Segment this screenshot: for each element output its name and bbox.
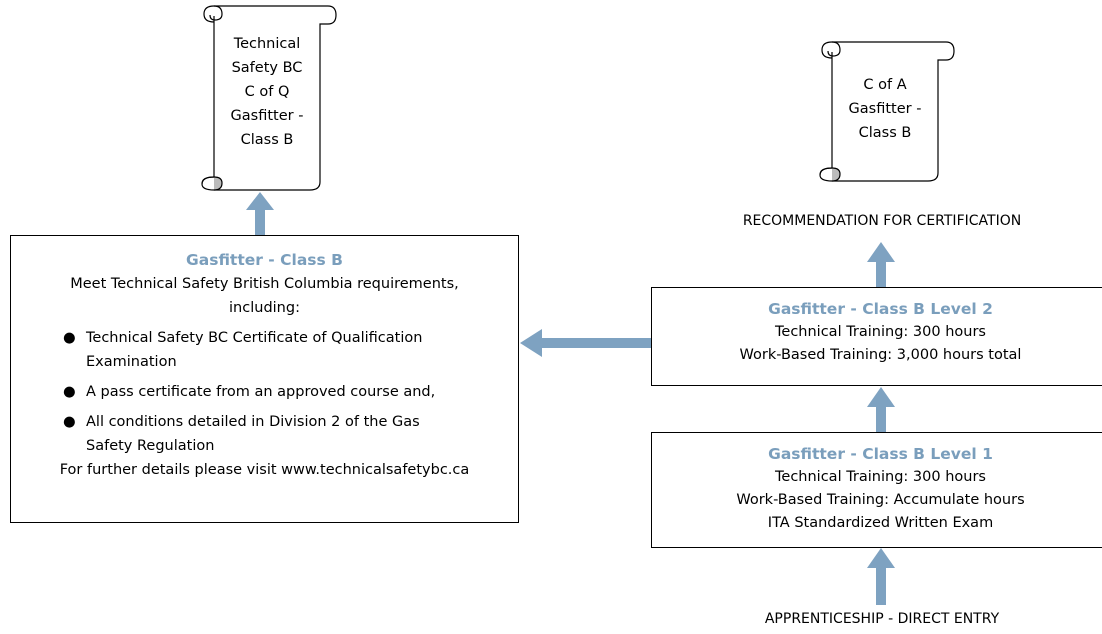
arrow-left-level2-to-classb — [520, 329, 652, 357]
level-1-box: Gasfitter - Class B Level 1 Technical Tr… — [651, 432, 1102, 548]
bullet-icon: ● — [63, 384, 76, 400]
requirement-text: All conditions detailed in Division 2 of… — [86, 414, 420, 430]
requirement-text: A pass certificate from an approved cour… — [86, 384, 436, 400]
arrow-up-to-recommendation — [867, 242, 895, 288]
recommendation-label: RECOMMENDATION FOR CERTIFICATION — [742, 213, 1022, 229]
level-1-line: Technical Training: 300 hours — [775, 469, 986, 485]
requirements-list: ● Technical Safety BC Certificate of Qua… — [11, 326, 518, 458]
level-2-line: Work-Based Training: 3,000 hours total — [739, 347, 1022, 363]
level-1-line: ITA Standardized Written Exam — [767, 515, 994, 531]
requirement-item: ● A pass certificate from an approved co… — [11, 380, 518, 404]
scroll-right-line: Class B — [858, 125, 912, 141]
requirement-text: Examination — [86, 354, 177, 370]
scroll-right-line: Gasfitter - — [848, 101, 922, 117]
requirement-text: Technical Safety BC Certificate of Quali… — [86, 330, 423, 346]
requirement-text: Safety Regulation — [86, 438, 215, 454]
scroll-left-line: Technical — [233, 36, 301, 52]
level-2-box: Gasfitter - Class B Level 2 Technical Tr… — [651, 287, 1102, 386]
scroll-right-line: C of A — [863, 77, 907, 93]
requirement-item: ● Technical Safety BC Certificate of Qua… — [11, 326, 518, 374]
class-b-requirements-box: Gasfitter - Class B Meet Technical Safet… — [10, 235, 519, 523]
class-b-intro-line2: including: — [229, 300, 300, 316]
arrow-up-to-scroll-left — [246, 192, 274, 236]
scroll-left-line: C of Q — [244, 84, 290, 100]
arrow-up-from-entry — [867, 548, 895, 605]
requirement-item: ● All conditions detailed in Division 2 … — [11, 410, 518, 458]
scroll-left-text: Technical Safety BC C of Q Gasfitter - C… — [214, 32, 320, 152]
level-1-title: Gasfitter - Class B Level 1 — [768, 445, 993, 463]
level-2-title: Gasfitter - Class B Level 2 — [768, 300, 993, 318]
bullet-icon: ● — [63, 414, 76, 430]
level-1-line: Work-Based Training: Accumulate hours — [736, 492, 1025, 508]
scroll-left-line: Safety BC — [231, 60, 303, 76]
class-b-title: Gasfitter - Class B — [186, 251, 343, 269]
scroll-right-text: C of A Gasfitter - Class B — [832, 73, 938, 145]
class-b-intro-line1: Meet Technical Safety British Columbia r… — [70, 276, 459, 292]
entry-label: APPRENTICESHIP - DIRECT ENTRY — [764, 611, 1000, 627]
level-2-line: Technical Training: 300 hours — [775, 324, 986, 340]
bullet-icon: ● — [63, 330, 76, 346]
arrow-up-level1-to-level2 — [867, 387, 895, 432]
class-b-footer: For further details please visit www.tec… — [59, 462, 470, 478]
scroll-left-line: Class B — [240, 132, 294, 148]
scroll-left-line: Gasfitter - — [230, 108, 304, 124]
